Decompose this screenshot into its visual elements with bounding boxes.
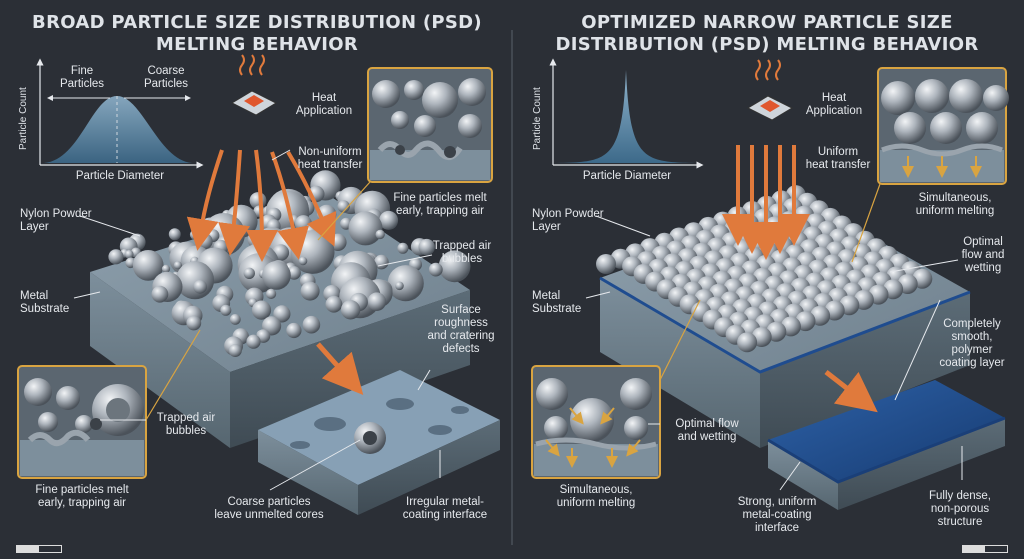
powder-particle: [387, 265, 424, 302]
left-title: BROAD PARTICLE SIZE DISTRIBUTION (PSD) M…: [32, 12, 482, 55]
powder-particle: [340, 300, 361, 320]
powder-particle: [229, 314, 241, 325]
powder-particle: [246, 334, 261, 349]
callouts-left-white: [73, 149, 441, 491]
right-y-axis-label: Particle Count: [532, 87, 543, 150]
powder-particle: [374, 254, 389, 270]
powder-particle: [251, 300, 272, 320]
powder-particle: [300, 281, 320, 301]
callouts-left-gold: [145, 181, 371, 421]
powder-particle: [168, 228, 181, 241]
powder-particle: [243, 267, 255, 279]
scale-bar-right: [962, 545, 1008, 553]
powder-particle: [298, 256, 308, 266]
heat-icon-right: [746, 59, 794, 121]
inset-bottom-right: [531, 365, 661, 479]
powder-particle: [108, 249, 124, 265]
simultaneous-top-label: Simultaneous, uniform melting: [915, 192, 995, 217]
heat-application-right-label: Heat Application: [805, 92, 863, 117]
rough-coating-slab: [258, 370, 500, 515]
narrow-psd-chart: [549, 58, 704, 169]
powder-particle: [273, 305, 291, 323]
powder-particle: [596, 254, 616, 274]
heat-arrows-left: [186, 149, 337, 262]
powder-particle: [220, 304, 232, 316]
inset-bottom-left: [17, 365, 147, 479]
powder-layer-right-label: Nylon Powder Layer: [532, 208, 604, 233]
heat-icon: [230, 54, 278, 116]
powder-particle: [302, 315, 321, 334]
powder-particle: [428, 262, 443, 277]
powder-particle: [124, 250, 134, 259]
powder-particle: [132, 250, 164, 281]
transform-arrow-left: [316, 342, 364, 395]
powder-particle: [418, 238, 435, 256]
nonuniform-heat-label: Non-uniform heat transfer: [297, 146, 363, 171]
simultaneous-bottom-label: Simultaneous, uniform melting: [556, 484, 636, 509]
dense-structure-label: Fully dense, non-porous structure: [928, 490, 991, 528]
powder-particle: [438, 250, 471, 283]
substrate-right-label: Metal Substrate: [532, 290, 582, 315]
right-title: OPTIMIZED NARROW PARTICLE SIZE DISTRIBUT…: [555, 12, 979, 55]
powder-particle: [286, 322, 302, 339]
powder-particle: [379, 210, 399, 230]
powder-particle: [262, 261, 291, 290]
trapped-air-inset-label: Trapped air bubbles: [156, 412, 216, 437]
left-x-axis-label: Particle Diameter: [75, 170, 165, 182]
transform-arrow-right: [824, 370, 878, 413]
smooth-coating-slab: [767, 380, 1006, 510]
fine-particles-label: Fine Particles: [59, 65, 105, 90]
powder-particle: [367, 292, 387, 312]
surface-roughness-label: Surface roughness and cratering defects: [427, 304, 495, 355]
powder-particle: [395, 281, 404, 291]
scale-bar-left: [16, 545, 62, 553]
powder-particle: [175, 261, 215, 300]
heat-application-label: Heat Application: [295, 92, 353, 117]
fine-melt-top-label: Fine particles melt early, trapping air: [393, 192, 487, 217]
substrate-label: Metal Substrate: [20, 290, 70, 315]
inset-top-left: [367, 67, 493, 183]
callouts-right-gold: [659, 183, 881, 381]
smooth-coating-label: Completely smooth, polymer coating layer: [939, 318, 1005, 369]
optimal-flow-right-label: Optimal flow and wetting: [961, 236, 1005, 274]
inset-top-right: [877, 67, 1009, 185]
uniform-heat-label: Uniform heat transfer: [805, 146, 871, 171]
powder-particle: [173, 261, 182, 270]
right-x-axis-label: Particle Diameter: [582, 170, 672, 182]
fine-melt-bottom-label: Fine particles melt early, trapping air: [35, 484, 129, 509]
powder-particle: [397, 242, 409, 254]
powder-particle: [375, 229, 385, 240]
callouts-right-white: [585, 215, 963, 491]
powder-particle: [348, 211, 383, 246]
powder-particle: [193, 279, 208, 294]
broad-psd-chart: [36, 58, 204, 169]
coarse-cores-label: Coarse particles leave unmelted cores: [214, 496, 324, 521]
powder-particle: [151, 285, 169, 303]
irregular-interface-label: Irregular metal- coating interface: [402, 496, 488, 521]
powder-particle: [161, 264, 171, 273]
left-y-axis-label: Particle Count: [18, 87, 29, 150]
powder-particle: [228, 344, 242, 357]
powder-particle: [337, 200, 350, 213]
strong-interface-label: Strong, uniform metal-coating interface: [737, 496, 817, 534]
powder-particle: [186, 315, 202, 331]
powder-particle: [266, 288, 277, 299]
heat-arrows-right: [722, 145, 810, 260]
powder-particle: [737, 332, 758, 353]
powder-layer-label: Nylon Powder Layer: [20, 208, 92, 233]
powder-particle: [325, 295, 343, 313]
coarse-particles-label: Coarse Particles: [143, 65, 189, 90]
optimal-flow-inset-label: Optimal flow and wetting: [675, 418, 739, 443]
trapped-air-right-label: Trapped air bubbles: [432, 240, 492, 265]
